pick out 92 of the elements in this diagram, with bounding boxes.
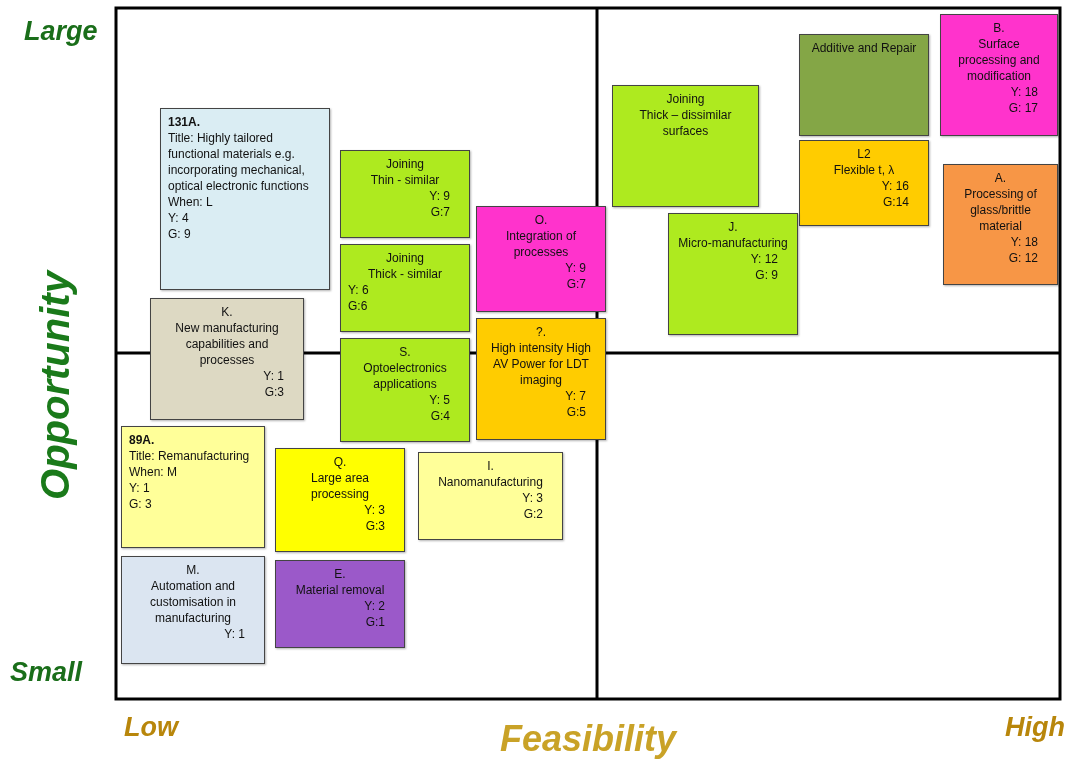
score-text: Y: 7 (564, 388, 587, 404)
note-text: When: L (168, 194, 214, 210)
score-text: Y: 18 (1009, 84, 1039, 100)
note-heading: M. (185, 562, 201, 578)
note-heading: Joining (385, 250, 425, 266)
note-text: Optoelectronics applications (362, 360, 448, 392)
sticky-note (668, 213, 798, 335)
score-text: Y: 6 (348, 282, 370, 298)
sticky-note (476, 318, 606, 440)
score-text: Y: 1 (262, 368, 285, 384)
score-text: G: 9 (754, 267, 779, 283)
score-text: G:4 (429, 408, 451, 424)
note-id: 131A. (168, 114, 202, 130)
score-text: G:3 (263, 384, 285, 400)
note-heading: Joining (385, 156, 425, 172)
note-heading: Q. (332, 454, 348, 470)
score-text: Y: 3 (363, 502, 386, 518)
note-heading: ?. (535, 324, 547, 340)
score-text: Y: 18 (1009, 234, 1039, 250)
score-text: Y: 12 (749, 251, 779, 267)
sticky-note (418, 452, 563, 540)
sticky-note (799, 34, 929, 136)
score-text: Y: 5 (428, 392, 451, 408)
note-text: New manufacturing capabilities and processes (174, 320, 280, 368)
sticky-note (160, 108, 330, 290)
sticky-note (943, 164, 1058, 285)
note-text: Flexible t, λ (832, 162, 896, 178)
note-heading: B. (992, 20, 1006, 36)
score-text: Y: 3 (521, 490, 544, 506)
score-text: G:14 (882, 194, 910, 210)
axis-label: High (1005, 712, 1065, 743)
score-text: G: 3 (129, 496, 153, 512)
note-text: Surface processing and modification (957, 36, 1041, 84)
note-id: 89A. (129, 432, 156, 448)
axis-title: Feasibility (500, 718, 677, 760)
sticky-note (612, 85, 759, 207)
note-text: High intensity High AV Power for LDT imaging (489, 340, 593, 388)
score-text: G:6 (348, 298, 369, 314)
note-text: When: M (129, 464, 178, 480)
note-text: Thin - similar (369, 172, 441, 188)
note-text: Thick - similar (367, 266, 443, 282)
score-text: G:7 (565, 276, 587, 292)
note-text: Title: Remanufacturing (129, 448, 251, 464)
sticky-note (150, 298, 304, 420)
note-text: Micro-manufacturing (677, 235, 789, 251)
score-text: G:7 (429, 204, 451, 220)
score-text: G:2 (522, 506, 544, 522)
note-heading: O. (533, 212, 549, 228)
score-text: G:3 (364, 518, 386, 534)
score-text: Y: 9 (428, 188, 451, 204)
note-text: Large area processing (309, 470, 370, 502)
note-heading: S. (398, 344, 412, 360)
sticky-note (121, 556, 265, 664)
note-heading: Joining (665, 91, 706, 107)
score-text: Y: 1 (129, 480, 151, 496)
score-text: G: 9 (168, 226, 192, 242)
axis-label: Large (24, 16, 98, 47)
note-heading: I. (486, 458, 495, 474)
note-text: Additive and Repair (810, 40, 918, 56)
sticky-note (340, 244, 470, 332)
note-heading: K. (220, 304, 234, 320)
sticky-note (340, 150, 470, 238)
note-text: Thick – dissimilar surfaces (638, 107, 733, 139)
note-text: Processing of glass/brittle material (963, 186, 1038, 234)
note-heading: E. (333, 566, 347, 582)
score-text: Y: 16 (880, 178, 910, 194)
sticky-note (275, 448, 405, 552)
sticky-note (340, 338, 470, 442)
note-text: Nanomanufacturing (437, 474, 544, 490)
score-text: G:5 (565, 404, 587, 420)
sticky-note (799, 140, 929, 226)
sticky-note (121, 426, 265, 548)
score-text: Y: 9 (564, 260, 587, 276)
score-text: Y: 4 (168, 210, 190, 226)
sticky-note (275, 560, 405, 648)
note-heading: J. (727, 219, 739, 235)
note-text: Material removal (294, 582, 386, 598)
score-text: G: 17 (1007, 100, 1039, 116)
score-text: G:1 (364, 614, 386, 630)
score-text: Y: 2 (363, 598, 386, 614)
axis-label: Small (10, 657, 83, 688)
score-text: Y: 1 (223, 626, 246, 642)
note-text: Automation and customisation in manufacturing (148, 578, 237, 626)
sticky-note (940, 14, 1058, 136)
note-text: Integration of processes (504, 228, 578, 260)
axis-label: Low (124, 712, 178, 743)
note-heading: L2 (856, 146, 872, 162)
axis-title: Opportunity (32, 270, 78, 500)
sticky-note (476, 206, 606, 312)
note-heading: A. (993, 170, 1008, 186)
score-text: G: 12 (1007, 250, 1039, 266)
note-text: Title: Highly tailored functional materials e.g. incorporating mechanical, optical electronic functions (168, 130, 310, 194)
